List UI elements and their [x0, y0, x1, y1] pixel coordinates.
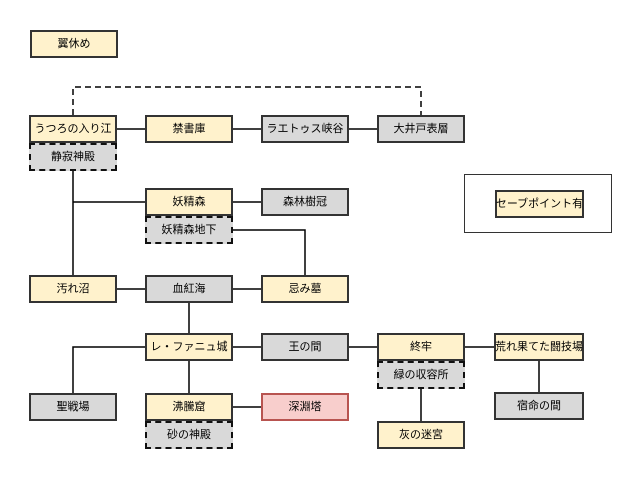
node-laetus-canyon: ラエトゥス峡谷	[261, 115, 349, 143]
node-fairy-forest-underground: 妖精森地下	[145, 216, 233, 244]
node-kings-chamber: 王の間	[261, 333, 349, 361]
node-silent-temple: 静寂神殿	[29, 143, 117, 171]
node-final-prison: 終牢	[377, 333, 465, 361]
node-hollow-cove: うつろの入り江	[29, 115, 117, 143]
edge-hollow-cove--great-well-surface	[72, 86, 422, 115]
node-holy-battlefield: 聖戦場	[29, 393, 117, 421]
node-filthy-swamp: 汚れ沼	[29, 275, 117, 303]
node-boiling-cave: 沸騰窟	[145, 393, 233, 421]
node-accursed-grave: 忌み墓	[261, 275, 349, 303]
node-green-containment: 緑の収容所	[377, 361, 465, 389]
edge-le-fanu-castle--holy-battlefield	[72, 346, 145, 393]
node-ash-labyrinth: 灰の迷宮	[377, 421, 465, 449]
node-ruined-arena: 荒れ果てた闘技場	[494, 333, 584, 361]
node-wing-rest: 翼休め	[30, 30, 118, 58]
node-blood-red-sea: 血紅海	[145, 275, 233, 303]
node-forest-canopy: 森林樹冠	[261, 188, 349, 216]
node-fairy-forest: 妖精森	[145, 188, 233, 216]
node-forbidden-library: 禁書庫	[145, 115, 233, 143]
node-great-well-surface: 大井戸表層	[377, 115, 465, 143]
legend-frame: セーブポイント有	[464, 174, 612, 233]
node-le-fanu-castle: レ・ファニュ城	[145, 333, 233, 361]
node-chamber-of-fate: 宿命の間	[494, 392, 584, 420]
edge-fairy-forest-underground--accursed-grave	[233, 229, 306, 275]
node-sand-temple: 砂の神殿	[145, 421, 233, 449]
node-abyss-tower: 深淵塔	[261, 393, 349, 421]
legend-save-box: セーブポイント有	[495, 190, 584, 218]
